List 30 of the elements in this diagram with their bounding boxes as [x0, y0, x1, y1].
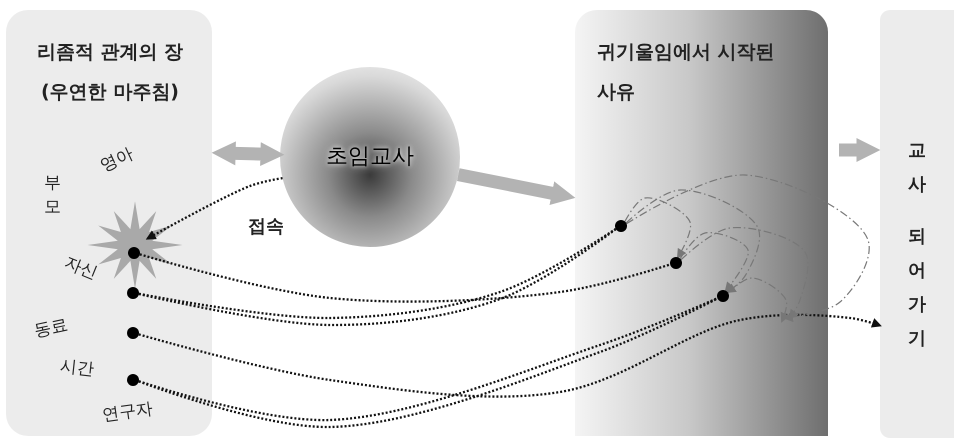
dash-dot-arrow	[728, 277, 790, 323]
gradient-panel	[575, 10, 828, 436]
rotated-label: 시간	[59, 356, 95, 380]
panel-heading: 귀기울임에서 시작된 사유	[597, 40, 776, 105]
panel	[880, 10, 954, 438]
dash-dot-arrow	[680, 232, 749, 292]
dash-dot-line	[140, 253, 671, 303]
vertical-heading: 교사 되어가기	[908, 139, 927, 351]
dash-dot-arrow	[624, 197, 692, 260]
panel	[6, 10, 212, 436]
dotted-arrow	[146, 177, 283, 240]
rotated-label: 동료	[32, 314, 70, 342]
dash-dot-arrow	[626, 189, 760, 294]
dot	[127, 327, 139, 339]
panel-heading: 리좀적 관계의 장 (우연한 마주침)	[36, 40, 184, 105]
dash-dot-arrow	[626, 174, 870, 322]
rotated-label: 부모	[44, 172, 62, 219]
block-arrow	[457, 168, 576, 205]
rotated-label: 영아	[97, 144, 137, 177]
dot	[615, 220, 627, 232]
node-label: 초임교사	[325, 143, 415, 171]
block-arrow	[212, 141, 284, 166]
rotated-label: 연구자	[100, 398, 154, 426]
dot	[127, 287, 139, 299]
rotated-label: 자신	[61, 252, 101, 284]
block-arrow	[839, 138, 880, 162]
dotted-arrow	[138, 314, 882, 398]
dot	[670, 257, 682, 269]
dot	[127, 374, 139, 386]
dot	[717, 290, 729, 302]
